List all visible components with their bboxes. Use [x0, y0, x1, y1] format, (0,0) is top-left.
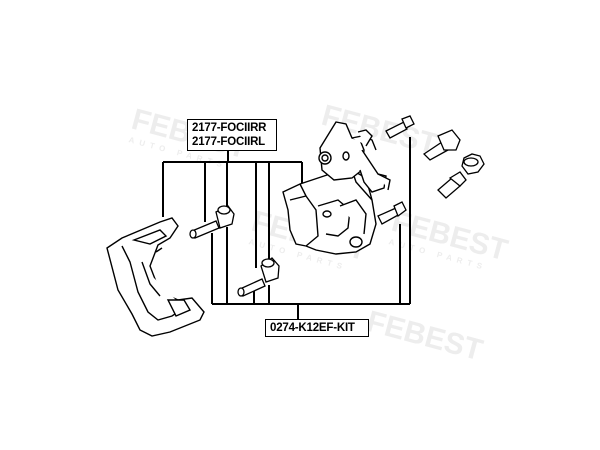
part-number-label-kit: 0274-K12EF-KIT [265, 319, 369, 337]
caliper-housing-part [282, 169, 377, 255]
parking-brake-lever-part [318, 121, 391, 193]
guide-pin-upper [189, 220, 220, 239]
part-number-label-caliper: 2177-FOCIIRR 2177-FOCIIRL [187, 119, 277, 151]
guide-pin-lower [237, 278, 266, 297]
pin-boot-lower [260, 257, 280, 283]
dust-cap-part [461, 153, 485, 175]
part-number-rl: 2177-FOCIIRL [192, 136, 266, 148]
banjo-bolt-part [422, 129, 461, 161]
part-number-rr: 2177-FOCIIRR [192, 122, 267, 134]
watermark-bottom-right: FEBEST [363, 305, 486, 368]
caliper-bracket-part [106, 217, 205, 337]
leader-lines [162, 137, 411, 319]
mounting-bolt-part [385, 115, 415, 139]
part-number-kit: 0274-K12EF-KIT [270, 322, 355, 334]
watermark-brand-text: FEBEST [363, 305, 486, 368]
pin-boot-upper [215, 205, 235, 229]
watermark-right: FEBEST AUTO PARTS [388, 205, 511, 272]
caliper-bolt-part [377, 201, 407, 225]
bleeder-screw-part [437, 171, 467, 199]
